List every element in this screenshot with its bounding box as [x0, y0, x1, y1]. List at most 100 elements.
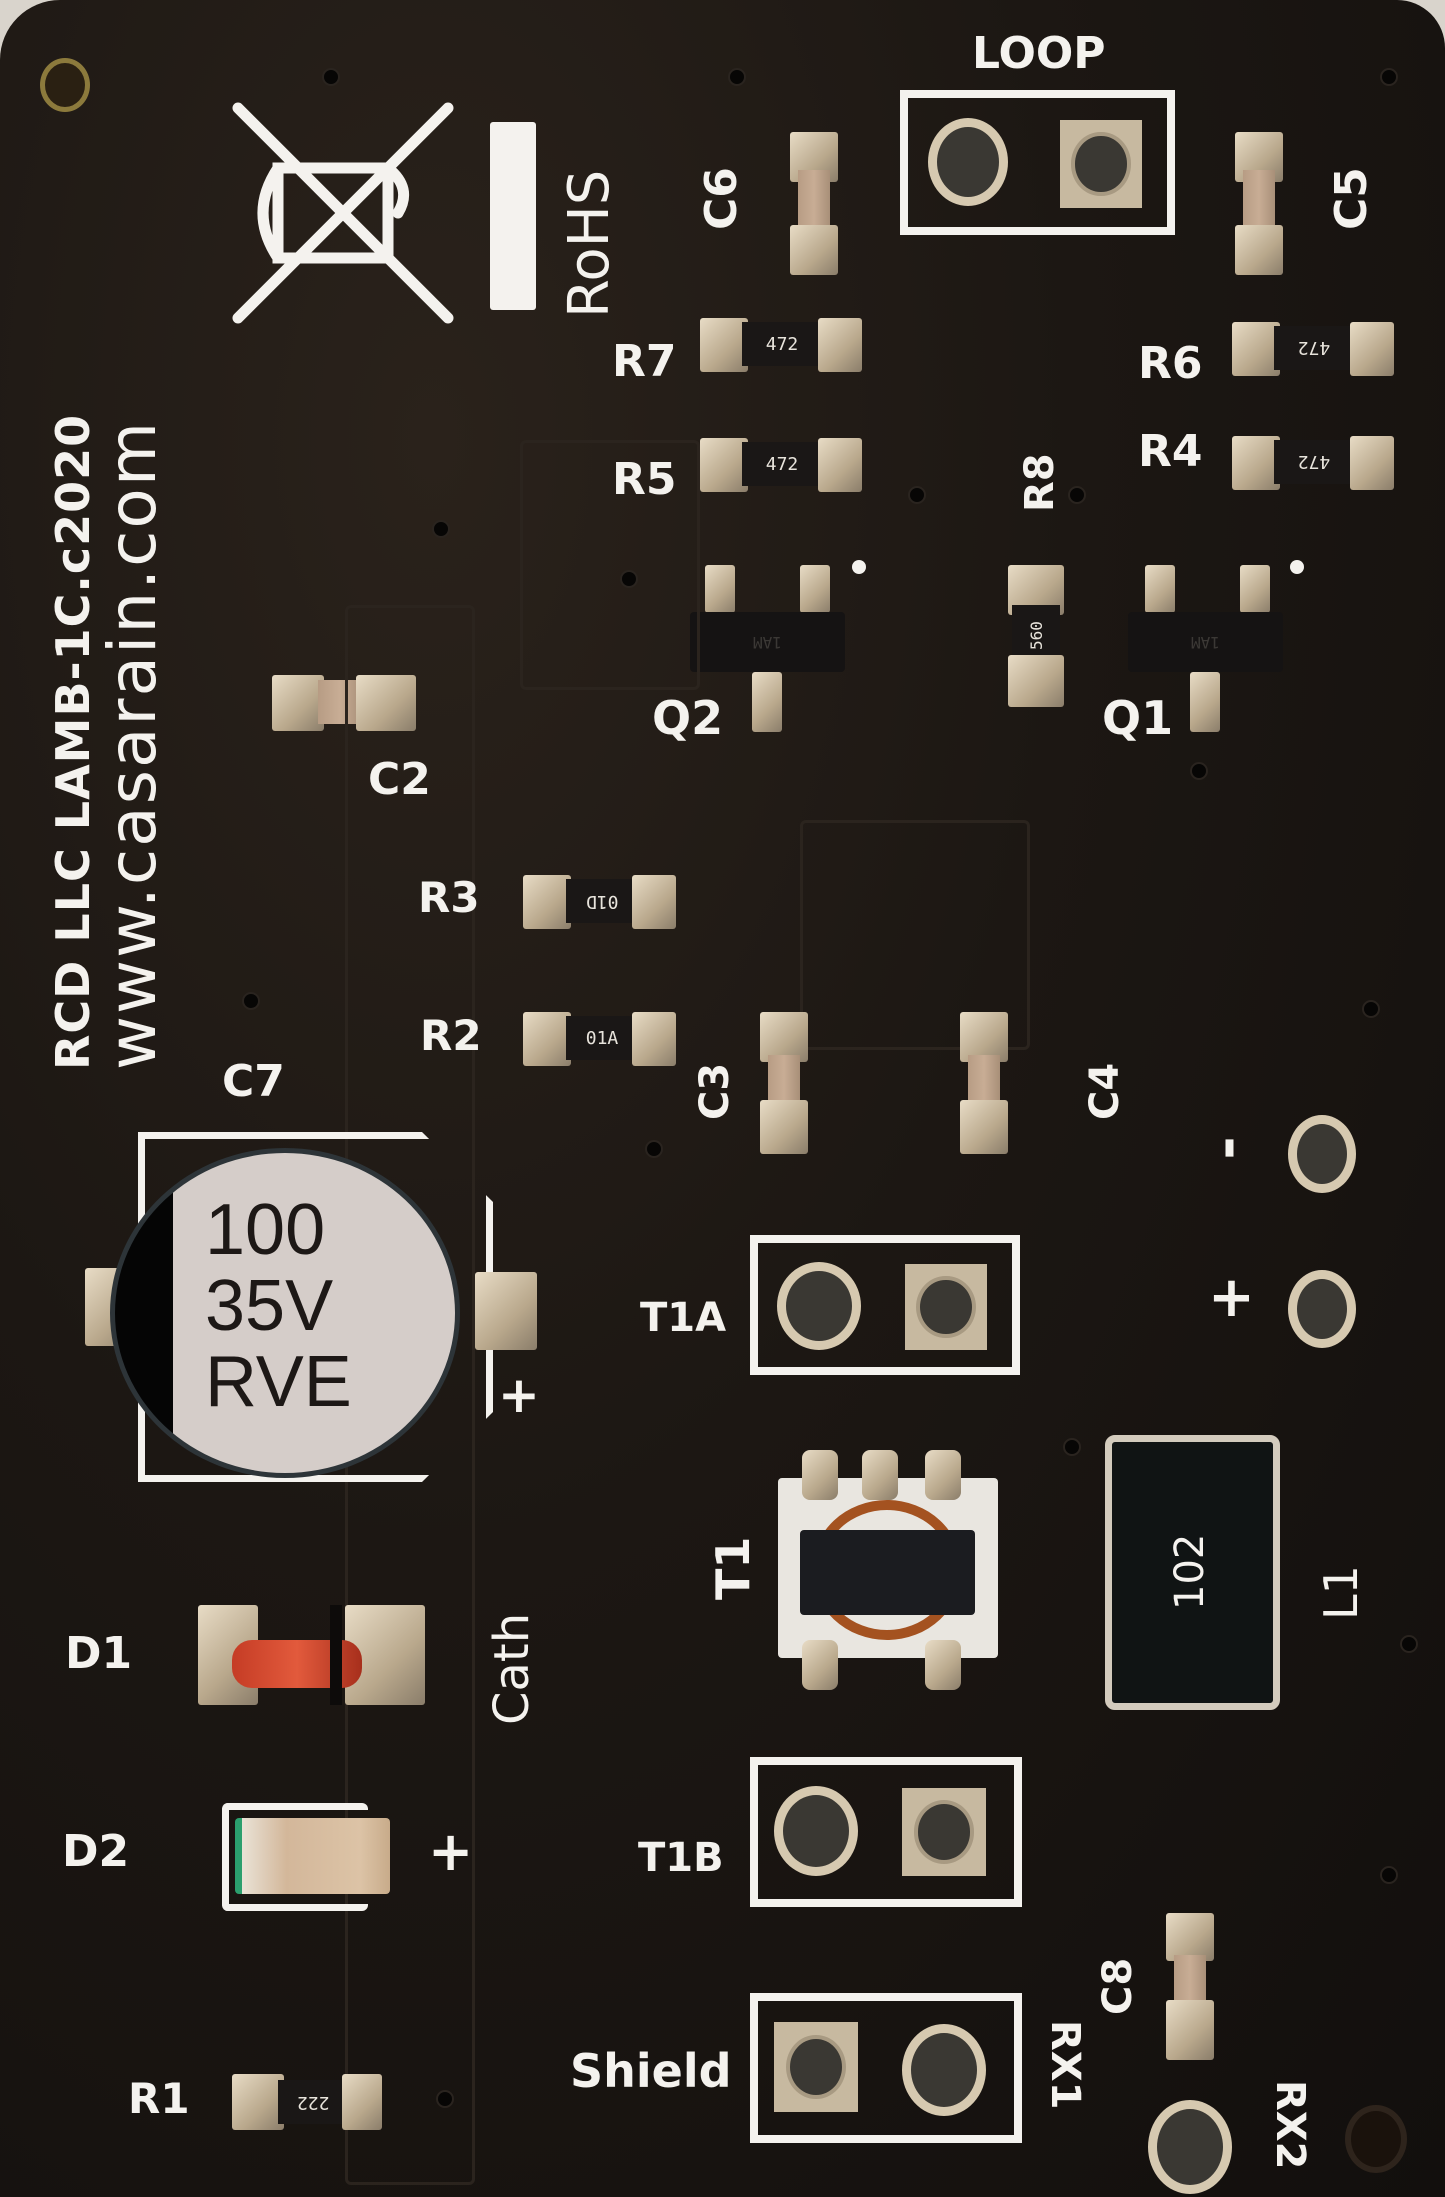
c5-label: C5 [1326, 167, 1377, 230]
d2-label: D2 [62, 1826, 130, 1877]
t1-pin-4 [802, 1640, 838, 1690]
t1a-pin-2[interactable] [905, 1264, 987, 1350]
r4-body: 472 [1274, 440, 1354, 484]
c4-body [968, 1055, 1000, 1105]
c2-pad-right [356, 675, 416, 731]
via [908, 486, 926, 504]
q2-pin-2 [800, 565, 830, 613]
r4-pad-left [1232, 436, 1280, 490]
q2-pin1-dot [852, 560, 866, 574]
c2-label: C2 [368, 754, 431, 805]
power-minus-pin[interactable] [1288, 1115, 1356, 1193]
r7-label: R7 [612, 336, 677, 387]
r1-body: 222 [278, 2080, 348, 2124]
copper-pour-outline [520, 440, 700, 690]
d2-polarity-plus: + [428, 1820, 474, 1883]
power-plus-label: + [1208, 1265, 1255, 1330]
r6-pad-left [1232, 322, 1280, 376]
r5-pad-right [818, 438, 862, 492]
t1a-label: T1A [640, 1295, 727, 1341]
t1b-pin-2[interactable] [902, 1788, 986, 1876]
website-text: www.casarain.com [94, 419, 171, 1070]
t1a-pin-1[interactable] [777, 1262, 861, 1350]
r6-body: 472 [1274, 326, 1354, 370]
c4-label: C4 [1082, 1062, 1128, 1120]
q2-label: Q2 [652, 691, 724, 745]
t1-pin-3 [925, 1450, 961, 1500]
c3-pad-bottom [760, 1100, 808, 1154]
l1-body [1105, 1435, 1280, 1710]
r5-label: R5 [612, 454, 677, 505]
q2-marking: 1AM [753, 632, 782, 652]
l1-label: L1 [1314, 1565, 1368, 1620]
r4-pad-right [1350, 436, 1394, 490]
via [322, 68, 340, 86]
c8-pad-top [1166, 1913, 1214, 1961]
c3-pad-top [760, 1012, 808, 1062]
t1-label: T1 [706, 1536, 760, 1600]
maker-text: RCD LLC LAMB-1C.c2020 [46, 413, 100, 1070]
c5-body [1243, 170, 1275, 230]
c2-pad-left [272, 675, 324, 731]
q1-label: Q1 [1102, 691, 1174, 745]
r1-pad-left [232, 2074, 284, 2130]
c4-pad-bottom [960, 1100, 1008, 1154]
rx2-pin[interactable] [1148, 2100, 1232, 2194]
via [1380, 68, 1398, 86]
d1-cathode-band [330, 1605, 342, 1705]
loop-connector-outline [900, 90, 1175, 235]
r1-pad-right [342, 2074, 382, 2130]
q1-pin-3 [1190, 672, 1220, 732]
loop-pin-1[interactable] [928, 118, 1008, 206]
c7-marking-line1: 100 [205, 1190, 326, 1270]
via [728, 68, 746, 86]
t1-pin-2 [862, 1450, 898, 1500]
rohs-label: RoHS [557, 169, 622, 318]
r2-pad-left [523, 1012, 571, 1066]
t1b-outline [750, 1757, 1022, 1907]
q2-pin-1 [705, 565, 735, 613]
via [1068, 486, 1086, 504]
shield-rx1-outline [750, 1993, 1022, 2143]
mounting-hole-bottom-right [1345, 2105, 1407, 2173]
r5-pad-left [700, 438, 748, 492]
t1-core [800, 1530, 975, 1615]
t1a-outline [750, 1235, 1020, 1375]
d1-body [232, 1640, 362, 1688]
mounting-hole-top-left [40, 58, 90, 112]
q1-pin-2 [1240, 565, 1270, 613]
c7-marking: 100 35V RVE [205, 1192, 405, 1420]
r3-pad-right [632, 875, 676, 929]
power-minus-label: - [1199, 1136, 1265, 1160]
rx1-pin[interactable] [902, 2024, 986, 2116]
r7-pad-right [818, 318, 862, 372]
c6-pad-bottom [790, 225, 838, 275]
q2-pin-3 [752, 672, 782, 732]
c7-label: C7 [222, 1056, 285, 1107]
c3-body [768, 1055, 800, 1105]
r8-marking: 560 [1026, 620, 1046, 650]
r3-body: 01D [566, 879, 638, 923]
via [645, 1140, 663, 1158]
t1-pin-1 [802, 1450, 838, 1500]
d1-label: D1 [65, 1628, 133, 1679]
q1-body: 1AM [1128, 612, 1283, 672]
c7-polarity-plus: + [498, 1366, 540, 1424]
power-plus-pin[interactable] [1288, 1270, 1356, 1348]
r6-label: R6 [1138, 338, 1203, 389]
c4-pad-top [960, 1012, 1008, 1062]
c8-pad-bottom [1166, 2000, 1214, 2060]
t1b-pin-1[interactable] [774, 1786, 858, 1876]
t1-pin-5 [925, 1640, 961, 1690]
r1-marking: 222 [296, 2091, 330, 2113]
c7-can [110, 1148, 460, 1478]
d2-silk-outline [222, 1803, 368, 1911]
q1-pin1-dot [1290, 560, 1304, 574]
r2-label: R2 [420, 1011, 482, 1060]
via [1190, 762, 1208, 780]
via [1400, 1635, 1418, 1653]
r6-pad-right [1350, 322, 1394, 376]
r7-pad-left [700, 318, 748, 372]
shield-pin[interactable] [774, 2022, 858, 2112]
loop-pin-2[interactable] [1060, 120, 1142, 208]
